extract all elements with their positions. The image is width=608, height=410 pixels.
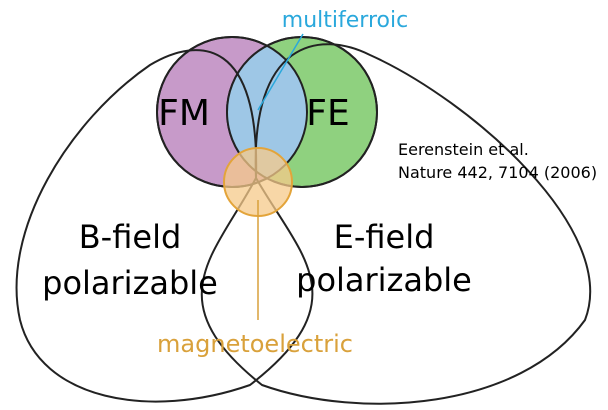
citation-line-1: Eerenstein et al. bbox=[398, 140, 529, 159]
citation-line-2: Nature 442, 7104 (2006) bbox=[398, 163, 597, 182]
fe-label: FE bbox=[306, 93, 349, 134]
bfield-label-line-2: polarizable bbox=[42, 264, 218, 302]
magnetoelectric-label: magnetoelectric bbox=[157, 330, 353, 358]
bfield-lobe bbox=[15, 49, 314, 403]
bfield-label-line-1: B-field bbox=[79, 218, 182, 256]
efield-label-line-2: polarizable bbox=[296, 261, 472, 299]
multiferroic-leader bbox=[257, 33, 304, 111]
multiferroic-label: multiferroic bbox=[282, 8, 408, 33]
efield-label-line-1: E-field bbox=[334, 218, 435, 256]
efield-lobe bbox=[200, 43, 592, 405]
fm-label: FM bbox=[158, 93, 210, 134]
